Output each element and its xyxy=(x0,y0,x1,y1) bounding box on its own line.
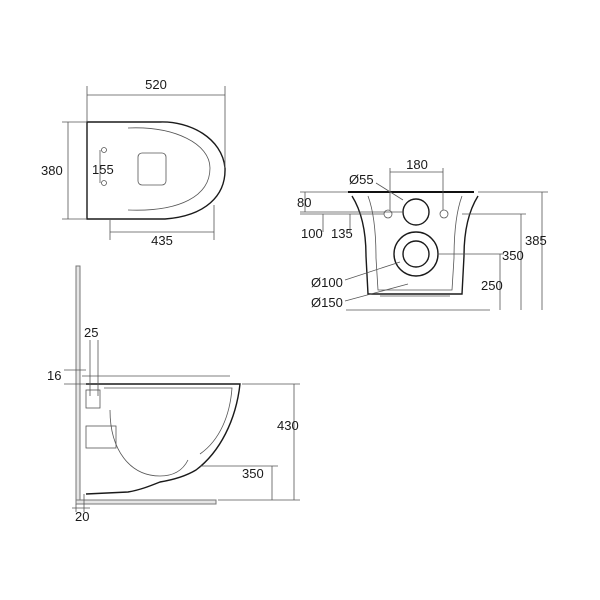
side-view-wall xyxy=(75,265,81,505)
rear-view-outlet-diameter-label: Ø100 xyxy=(311,275,343,290)
top-view: 520 380 155 435 xyxy=(41,77,226,248)
top-view-outlet xyxy=(137,152,167,186)
rear-view-bolt-hole xyxy=(383,209,393,219)
side-view-fixing-bolt xyxy=(85,389,101,409)
top-view-bowl-outline xyxy=(86,121,226,220)
rear-view-dim-135-label: 135 xyxy=(331,226,353,241)
side-view-bowl-outline xyxy=(85,383,241,495)
rear-view-body-outline xyxy=(351,195,479,295)
rear-view-total-height-label: 385 xyxy=(525,233,547,248)
rear-view: 180 Ø55 80 100 135 385 350 250 Ø100 Ø150 xyxy=(297,157,548,311)
side-view-outlet-pipe xyxy=(85,425,117,449)
rear-view-dim-100-label: 100 xyxy=(301,226,323,241)
rear-view-inlet-height-label: 80 xyxy=(297,195,311,210)
rear-view-inlet-circle xyxy=(402,198,430,226)
rear-view-outlet-inner xyxy=(402,240,430,268)
rear-view-bolt-hole xyxy=(439,209,449,219)
side-view-inner-bowl xyxy=(104,387,233,455)
rear-view-inner-outline xyxy=(367,195,463,291)
side-view-dim-16-label: 16 xyxy=(47,368,61,383)
side-view-wall-gap-label: 20 xyxy=(75,509,89,524)
rear-view-bolt-height-label: 350 xyxy=(502,248,524,263)
rear-view-outlet-outer xyxy=(393,231,439,277)
rear-view-inlet-diameter-label: Ø55 xyxy=(349,172,374,187)
top-view-bolt-spacing-label: 155 xyxy=(92,162,114,177)
top-view-base-width-label: 435 xyxy=(151,233,173,248)
top-view-depth-label: 380 xyxy=(41,163,63,178)
top-view-bolt-hole xyxy=(101,180,107,186)
top-view-width-label: 520 xyxy=(145,77,167,92)
top-view-inner-bowl xyxy=(127,127,211,211)
side-view-outlet-height-label: 350 xyxy=(242,466,264,481)
side-view-dim-25-label: 25 xyxy=(84,325,98,340)
side-view-floor xyxy=(75,499,217,505)
rear-view-outlet-height-label: 250 xyxy=(481,278,503,293)
top-view-bolt-hole xyxy=(101,147,107,153)
side-view-trap xyxy=(109,409,189,477)
side-view-height-label: 430 xyxy=(277,418,299,433)
side-view: 25 16 430 350 20 xyxy=(47,265,300,524)
rear-view-pan-diameter-label: Ø150 xyxy=(311,295,343,310)
rear-view-bolt-spacing-label: 180 xyxy=(406,157,428,172)
